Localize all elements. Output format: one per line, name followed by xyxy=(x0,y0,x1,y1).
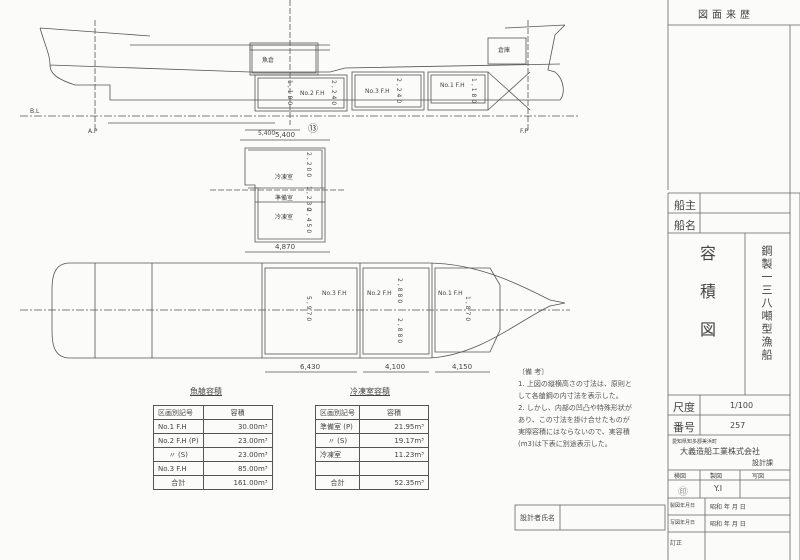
notes-heading: 〔備 考〕 xyxy=(518,368,549,376)
date-value: 昭和 年 月 日 xyxy=(710,521,746,528)
dimension: 1,180 xyxy=(470,78,477,106)
plan-label: No.3 F.H xyxy=(322,290,347,297)
cell: No.2 F.H (P) xyxy=(153,433,204,448)
dimension: 1,230 xyxy=(305,186,312,214)
dimension: 2,240 xyxy=(330,80,337,108)
dimension: 2,880 xyxy=(396,318,403,346)
profile-label: No.3 F.H xyxy=(365,88,390,95)
cell: 準備室 (P) xyxy=(315,419,360,434)
section-label: 準備室 xyxy=(275,195,294,202)
dimension: 2,240 xyxy=(395,78,402,106)
revision-label: 訂正 xyxy=(670,540,683,547)
scale-label: 尺度 xyxy=(673,401,695,414)
profile-label: 倉庫 xyxy=(498,47,511,54)
section-label: 冷凍室 xyxy=(275,174,294,181)
drafter-sign: Y.I xyxy=(714,484,723,493)
owner-label: 船主 xyxy=(674,199,696,212)
span: 4,100 xyxy=(385,363,406,371)
number-label: 番号 xyxy=(673,421,695,434)
section-top-width: 5,400 xyxy=(275,131,296,139)
cell: No.3 F.H xyxy=(153,461,204,476)
date-label: 製図年月日 xyxy=(670,503,696,509)
cell: 冷凍室 xyxy=(315,447,360,462)
drawing-title: 容積図 xyxy=(697,245,716,359)
plan-label: No.2 F.H xyxy=(367,290,392,297)
dimension: 2,200 xyxy=(305,152,312,180)
cell: 〃 (S) xyxy=(315,433,360,448)
dimension: 1,180 xyxy=(286,80,293,108)
designer-label: 設計者氏名 xyxy=(520,514,555,522)
cell xyxy=(359,461,429,476)
revision-block-title: 図面来歴 xyxy=(698,10,754,21)
cell: 161.00m³ xyxy=(202,475,273,490)
cell: 23.00m³ xyxy=(202,433,273,448)
title-block-frame xyxy=(514,0,800,560)
profile-view xyxy=(20,0,580,131)
baseline-marker: B.L xyxy=(30,108,40,115)
header: 容積 xyxy=(202,405,273,420)
cell: 52.35m³ xyxy=(359,475,429,490)
cell: 23.00m³ xyxy=(202,447,273,462)
span: 4,150 xyxy=(452,363,473,371)
cell: 85.00m³ xyxy=(202,461,273,476)
section-label: 冷凍室 xyxy=(275,214,294,221)
cell: 合計 xyxy=(153,475,204,490)
notes: 〔備 考〕 1. 上図の縦横高さの寸法は、原則として各艙鋼の内寸法を表示した。 … xyxy=(518,366,633,450)
ship-type: 鋼製一三八噸型漁船 xyxy=(760,245,773,362)
company-name: 大義造船工業株式会社 xyxy=(680,447,760,456)
dimension: 5,970 xyxy=(305,296,312,324)
cell: 合計 xyxy=(315,475,360,490)
note-item: 2. しかし、内部の凹凸や特殊形状があり、この寸法を掛け合せたものが実際容積には… xyxy=(518,404,632,448)
cold-room-table-title: 冷凍室容積 xyxy=(350,387,390,396)
cell: 19.17m³ xyxy=(359,433,429,448)
department: 設計課 xyxy=(752,459,773,467)
cell xyxy=(315,461,360,476)
dimension: 2,880 xyxy=(396,278,403,306)
inspector-stamp: ㊞ xyxy=(678,487,688,498)
note-item: 1. 上図の縦横高さの寸法は、原則として各艙鋼の内寸法を表示した。 xyxy=(518,380,632,400)
cell: 21.95m³ xyxy=(359,419,429,434)
cell: 〃 (S) xyxy=(153,447,204,462)
scale-value: 1/100 xyxy=(730,401,754,410)
cell: 30.00m³ xyxy=(202,419,273,434)
span: 6,430 xyxy=(300,363,321,371)
plan-view xyxy=(20,262,570,373)
ship-name-label: 船名 xyxy=(674,219,696,232)
plan-label: No.1 F.H xyxy=(438,290,463,297)
sign-header: 製図 xyxy=(710,473,723,480)
cell: 11.23m³ xyxy=(359,447,429,462)
header: 区画別記号 xyxy=(153,405,204,420)
cell: No.1 F.H xyxy=(153,419,204,434)
sign-header: 写図 xyxy=(752,473,765,480)
ap-marker: A.P xyxy=(88,128,98,135)
company-address: 愛知県知多郡美浜町 xyxy=(672,439,718,445)
date-value: 昭和 年 月 日 xyxy=(710,504,746,511)
header: 容積 xyxy=(359,405,429,420)
sign-header: 検図 xyxy=(674,473,687,480)
date-label: 写図年月日 xyxy=(670,520,696,526)
number-value: 257 xyxy=(730,421,746,430)
frame-span: 5,400 xyxy=(258,130,276,137)
fp-marker: F.P xyxy=(520,128,529,135)
header: 区画別記号 xyxy=(315,405,360,420)
section-bottom-width: 4,870 xyxy=(275,243,296,251)
dimension: 2,450 xyxy=(305,208,312,236)
dimension: 1,870 xyxy=(464,296,471,324)
fish-hold-table-title: 魚艙容積 xyxy=(190,387,222,396)
profile-label: No.2 F.H xyxy=(300,90,325,97)
profile-label: 魚倉 xyxy=(262,57,275,64)
section-mark: ⑬ xyxy=(308,124,318,135)
section-view xyxy=(210,139,345,253)
profile-label: No.1 F.H xyxy=(440,82,465,89)
